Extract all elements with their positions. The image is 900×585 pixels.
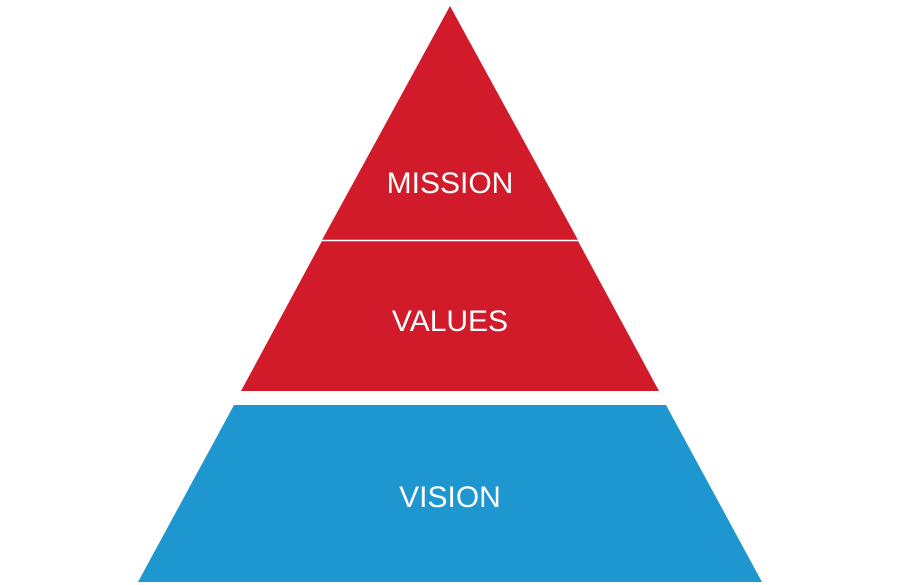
tier-label-vision: VISION [399, 481, 501, 514]
tier-mission [322, 6, 578, 240]
tier-label-values: VALUES [392, 305, 508, 338]
tier-label-mission: MISSION [387, 167, 514, 200]
tier-vision [138, 405, 762, 582]
tier-values [241, 241, 659, 391]
